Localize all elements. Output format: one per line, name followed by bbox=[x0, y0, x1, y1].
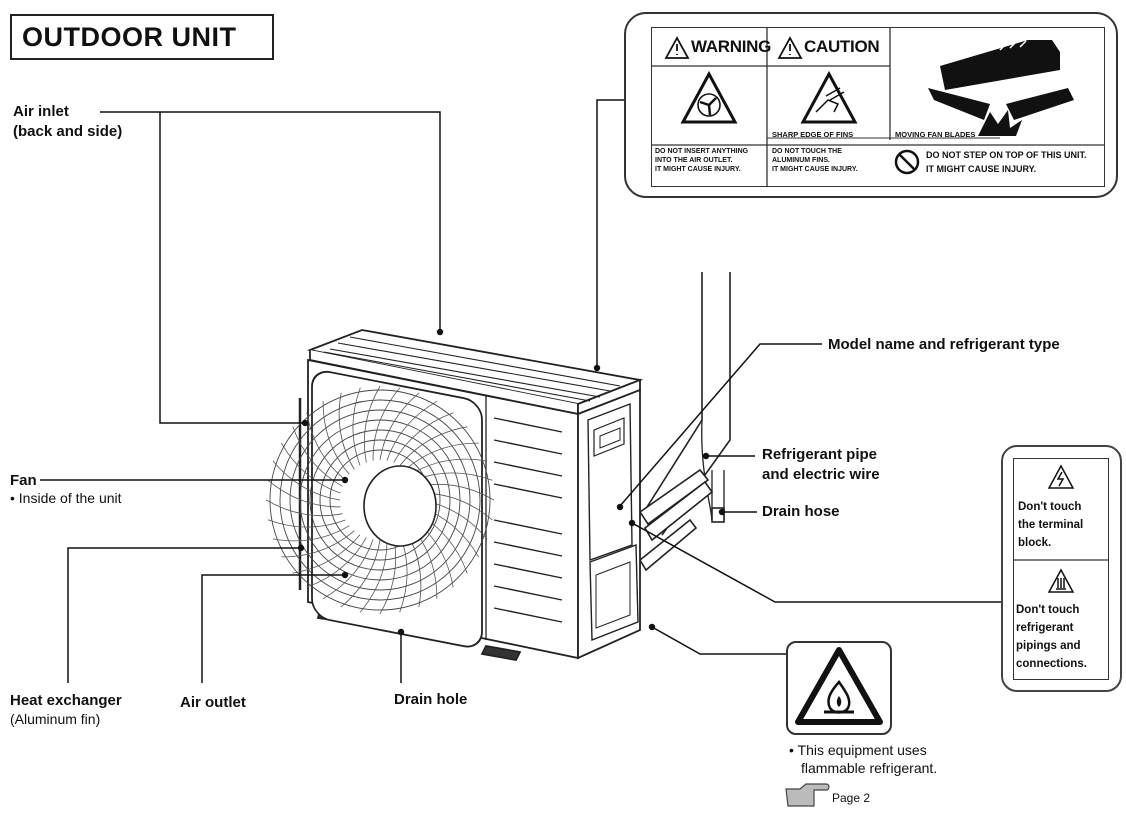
grille-spoke bbox=[272, 460, 341, 501]
piping-text-2: refrigerant bbox=[1016, 622, 1074, 634]
grille-spoke bbox=[267, 519, 346, 528]
sharp-edge-text: SHARP EDGE OF FINS bbox=[772, 130, 854, 139]
grille-spoke bbox=[352, 387, 361, 466]
grille-spoke bbox=[372, 387, 401, 461]
warning-label-sticker bbox=[651, 27, 1105, 187]
terminal-text-3: block. bbox=[1018, 537, 1052, 549]
air-inlet-label: Air inlet bbox=[13, 103, 69, 120]
terminal-text-2: the terminal bbox=[1018, 519, 1084, 531]
grille-spoke bbox=[363, 385, 381, 463]
warning-text-line-1: DO NOT INSERT ANYTHING bbox=[655, 148, 749, 155]
grille-spoke bbox=[292, 426, 343, 487]
caution-text-line-2: ALUMINUM FINS. bbox=[772, 157, 830, 164]
heat-exchanger-label: Heat exchanger bbox=[10, 692, 122, 709]
grille-spoke bbox=[281, 530, 355, 558]
fan-grille bbox=[265, 370, 495, 648]
flammable-text-1: • This equipment uses bbox=[789, 742, 927, 758]
grille-spoke bbox=[340, 539, 381, 608]
air-outlet-label: Air outlet bbox=[180, 694, 246, 711]
grille-spoke bbox=[405, 442, 479, 470]
grille-spoke bbox=[338, 392, 355, 470]
leader-lines bbox=[40, 99, 1001, 683]
grille-spoke bbox=[393, 412, 454, 463]
caution-text-line-3: IT MIGHT CAUSE INJURY. bbox=[772, 166, 858, 173]
air-inlet-sub-label: (back and side) bbox=[13, 123, 123, 140]
model-name-label: Model name and refrigerant type bbox=[828, 336, 1060, 353]
refrigerant-pipe-label: Refrigerant pipe bbox=[762, 446, 878, 463]
grille-spoke bbox=[322, 401, 350, 475]
terminal-warning-sticker bbox=[1013, 458, 1109, 680]
grille-spoke bbox=[267, 479, 341, 508]
caution-text-line-1: DO NOT TOUCH THE bbox=[772, 148, 842, 155]
grille-spoke bbox=[399, 426, 468, 466]
grille-spoke bbox=[265, 499, 343, 517]
fan-sub-label: • Inside of the unit bbox=[10, 490, 122, 506]
piping-text-4: connections. bbox=[1016, 658, 1087, 670]
grille-spoke bbox=[292, 534, 361, 574]
moving-fan-text: MOVING FAN BLADES bbox=[895, 130, 976, 139]
caution-header: CAUTION bbox=[804, 37, 880, 56]
terminal-text-1: Don't touch bbox=[1018, 501, 1082, 513]
warning-text-line-2: INTO THE AIR OUTLET. bbox=[655, 157, 733, 164]
drain-hose-label: Drain hose bbox=[762, 503, 840, 520]
flammable-warning-box bbox=[786, 641, 892, 735]
page-title: OUTDOOR UNIT bbox=[10, 14, 274, 60]
piping-text-3: pipings and bbox=[1016, 640, 1081, 652]
warning-text-line-3: IT MIGHT CAUSE INJURY. bbox=[655, 166, 741, 173]
grille-spoke bbox=[280, 442, 341, 494]
step-text-line-1: DO NOT STEP ON TOP OF THIS UNIT. bbox=[926, 150, 1087, 160]
piping-text-1: Don't touch bbox=[1016, 604, 1080, 616]
wall-duct bbox=[638, 272, 731, 572]
grille-spoke bbox=[322, 539, 374, 600]
grille-spoke bbox=[306, 412, 346, 481]
grille-spoke bbox=[386, 400, 438, 461]
warning-header: WARNING bbox=[691, 37, 772, 56]
page-reference-link[interactable]: Page 2 bbox=[832, 791, 871, 805]
leader-dots bbox=[297, 328, 726, 636]
drain-hole-label: Drain hole bbox=[394, 691, 468, 708]
grille-spoke bbox=[359, 539, 388, 613]
grille-spoke bbox=[272, 525, 350, 542]
heat-exchanger-sub-label: (Aluminum fin) bbox=[10, 711, 101, 727]
electric-wire-label: and electric wire bbox=[762, 466, 880, 483]
step-text-line-2: IT MIGHT CAUSE INJURY. bbox=[926, 164, 1037, 174]
fan-label: Fan bbox=[10, 472, 37, 489]
grille-spoke bbox=[379, 392, 420, 461]
flammable-text-2: flammable refrigerant. bbox=[801, 760, 938, 776]
grille-spoke bbox=[306, 537, 367, 588]
